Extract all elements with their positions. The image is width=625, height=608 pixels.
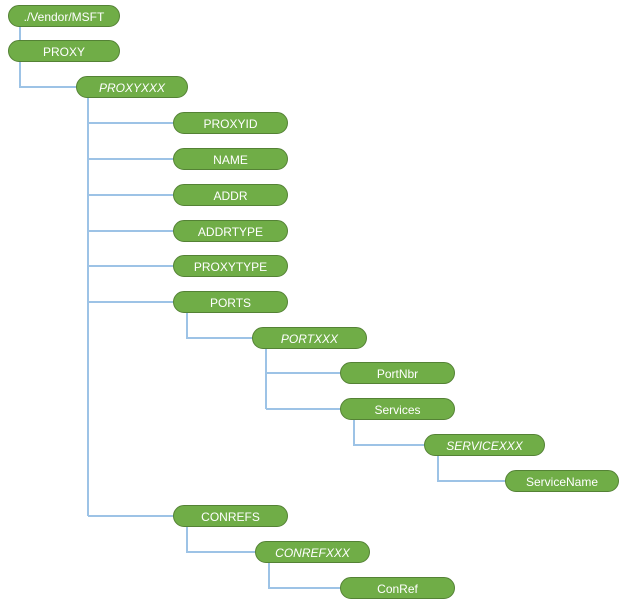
node-portxxx: PORTXXX — [252, 327, 367, 349]
connector-services-servicexxx — [353, 420, 424, 446]
node-addrtype: ADDRTYPE — [173, 220, 288, 242]
node-services: Services — [340, 398, 455, 420]
node-servicename: ServiceName — [505, 470, 619, 492]
connector-proxy-proxyxxx — [19, 62, 76, 88]
connector-conrefxxx-conref — [268, 563, 340, 589]
node-ports: PORTS — [173, 291, 288, 313]
node-portnbr: PortNbr — [340, 362, 455, 384]
connector-conrefs-conrefxxx — [186, 527, 255, 553]
node-conrefxxx: CONREFXXX — [255, 541, 370, 563]
node-addr: ADDR — [173, 184, 288, 206]
node-servicexxx: SERVICEXXX — [424, 434, 545, 456]
node-proxyxxx: PROXYXXX — [76, 76, 188, 98]
node-vendor-msft: ./Vendor/MSFT — [8, 5, 120, 27]
node-conref: ConRef — [340, 577, 455, 599]
node-proxy: PROXY — [8, 40, 120, 62]
node-name: NAME — [173, 148, 288, 170]
connector-servicexxx-servicename — [437, 456, 505, 482]
node-conrefs: CONREFS — [173, 505, 288, 527]
node-proxytype: PROXYTYPE — [173, 255, 288, 277]
node-proxyid: PROXYID — [173, 112, 288, 134]
connector-ports-portxxx — [186, 313, 252, 339]
